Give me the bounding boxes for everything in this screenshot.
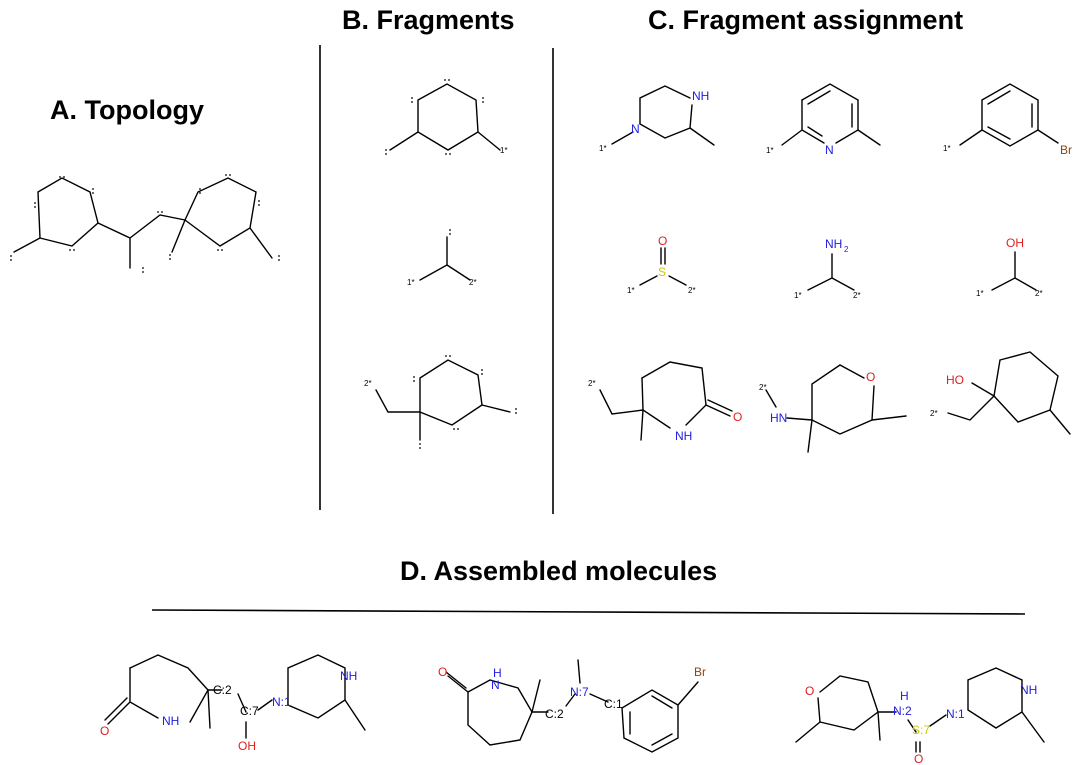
- nitrogen-h-label: H: [900, 689, 909, 703]
- nitrogen-label: N: [631, 122, 640, 136]
- nitrogen-label: NH: [1020, 683, 1037, 697]
- attachment-label: 2*: [688, 286, 696, 295]
- assembled-molecule-2: O H N C:2 N:7 C:1 Br: [438, 659, 706, 753]
- attachment-label: 1*: [599, 144, 607, 153]
- nitrogen-label: N: [825, 143, 834, 157]
- assembly-atom-label: N:2: [893, 704, 912, 718]
- assembly-atom-label: N:1: [946, 707, 965, 721]
- attachment-label: 1*: [627, 286, 635, 295]
- separator-d: [151, 609, 1026, 615]
- attachment-label: 1*: [766, 146, 774, 155]
- amine-subscript: 2: [844, 245, 849, 254]
- assembled-molecule-1: O NH C:2 C:7 N:1 OH NH: [100, 654, 366, 753]
- attachment-label: 2*: [588, 379, 596, 388]
- oxygen-label: O: [914, 752, 923, 765]
- fragment-assignment-title: C. Fragment assignment: [648, 5, 964, 35]
- assembly-atom-label: S:7: [912, 723, 930, 737]
- fragment-c-oxane-amine: O HN 2*: [759, 364, 907, 453]
- nitrogen-h-label: H: [493, 666, 502, 680]
- fragment-c-pyridine: N 1*: [766, 83, 881, 157]
- fragment-b1: 1*: [385, 79, 508, 155]
- nitrogen-label: NH: [162, 714, 179, 728]
- fragment-c-sulfinyl: O S 1* 2*: [627, 234, 696, 295]
- attachment-label: 2*: [853, 291, 861, 300]
- oxygen-label: O: [438, 665, 447, 679]
- amine-label: NH: [825, 237, 842, 251]
- attachment-label: 2*: [364, 379, 372, 388]
- hydroxyl-label: HO: [946, 373, 964, 387]
- bromine-label: Br: [694, 665, 706, 679]
- fragment-c-aminomethyl: NH 2 1* 2*: [794, 237, 861, 300]
- nitrogen-label: N: [491, 678, 500, 692]
- attachment-label: 1*: [407, 278, 415, 287]
- assembly-atom-label: C:1: [604, 697, 623, 711]
- fragment-c-hydroxycyclohexyl: HO 2*: [930, 351, 1071, 435]
- assembly-atom-label: C:7: [240, 704, 259, 718]
- assembled-molecule-3: O H N:2 S:7 O N:1 NH: [795, 667, 1045, 765]
- attachment-label: 1*: [976, 289, 984, 298]
- nitrogen-label: NH: [692, 89, 709, 103]
- oxygen-label: O: [805, 684, 814, 698]
- attachment-label: 2*: [1035, 289, 1043, 298]
- assembly-atom-label: C:2: [545, 707, 564, 721]
- attachment-label: 2*: [930, 409, 938, 418]
- attachment-label: 1*: [500, 146, 508, 155]
- attachment-label: 2*: [469, 278, 477, 287]
- hydroxyl-label: OH: [1006, 236, 1024, 250]
- attachment-label: 1*: [943, 144, 951, 153]
- oxygen-label: O: [658, 234, 667, 248]
- fragment-b3: 2*: [364, 355, 517, 449]
- assembly-atom-label: N:1: [272, 695, 291, 709]
- assembly-atom-label: C:2: [213, 683, 232, 697]
- oxygen-label: O: [866, 370, 875, 384]
- assembly-atom-label: N:7: [570, 685, 589, 699]
- hydroxyl-label: OH: [238, 739, 256, 753]
- fragment-c-hydroxymethyl: OH 1* 2*: [976, 236, 1043, 298]
- nitrogen-label: NH: [340, 669, 357, 683]
- fragment-b2: 1* 2*: [407, 229, 477, 287]
- bromine-label: Br: [1060, 143, 1072, 157]
- oxygen-label: O: [733, 410, 742, 424]
- nitrogen-label: NH: [675, 429, 692, 443]
- fragment-c-piperazine: N NH 1*: [599, 85, 715, 153]
- attachment-label: 1*: [794, 291, 802, 300]
- fragment-c-bromophenyl: Br 1*: [943, 83, 1072, 157]
- fragment-c-piperidinone: NH O 2*: [588, 361, 742, 443]
- amine-label: HN: [770, 411, 787, 425]
- topology-graph: [10, 174, 280, 273]
- fragments-title: B. Fragments: [342, 5, 515, 35]
- assembled-molecules-title: D. Assembled molecules: [400, 556, 718, 586]
- attachment-label: 2*: [759, 383, 767, 392]
- topology-title: A. Topology: [50, 95, 204, 125]
- oxygen-label: O: [100, 724, 109, 738]
- sulfur-label: S: [658, 265, 666, 279]
